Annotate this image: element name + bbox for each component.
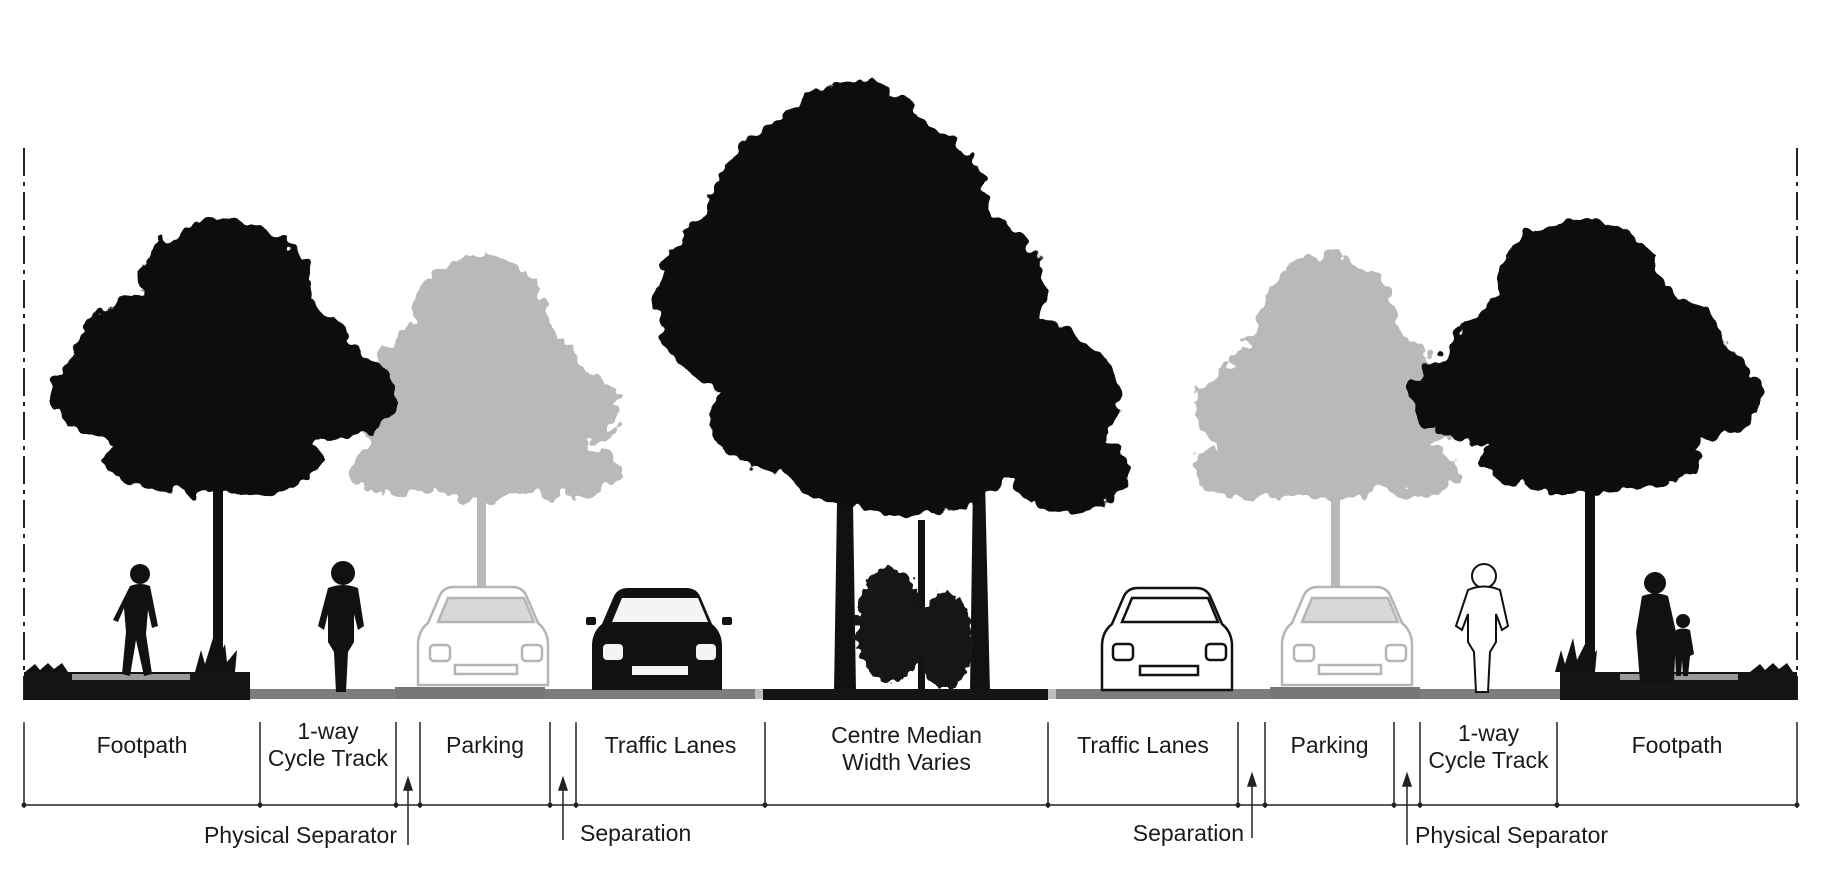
centre-median-surface xyxy=(763,689,1048,700)
runner-icon xyxy=(113,564,158,676)
cycle-track-left-surface xyxy=(250,689,395,699)
zone-label-footpath-right: Footpath xyxy=(1557,732,1797,759)
faded-car-icon xyxy=(1280,585,1414,687)
traffic-lanes-left-surface xyxy=(545,689,760,699)
outline-cyclist-icon xyxy=(1454,563,1510,693)
parking-right-surface xyxy=(1270,687,1420,699)
shrub-icon xyxy=(856,567,973,688)
zone-label-traffic-lanes-left: Traffic Lanes xyxy=(576,732,765,759)
annotation-physical-separator-right: Physical Separator xyxy=(1415,822,1609,848)
zone-label-cycle-track-left: 1-way Cycle Track xyxy=(260,718,396,772)
faded-tree-icon xyxy=(1190,255,1460,670)
zone-label-line: 1-way xyxy=(297,718,359,744)
zone-label-line: Cycle Track xyxy=(1428,747,1549,773)
faded-tree-icon xyxy=(350,255,620,670)
grass-icon xyxy=(25,638,237,672)
dimension-ticks xyxy=(21,802,1800,808)
zone-label-line: Width Varies xyxy=(842,749,971,775)
parking-left-surface xyxy=(395,687,545,699)
zone-label-parking-right: Parking xyxy=(1265,732,1394,759)
annotation-separation-right: Separation xyxy=(1132,820,1244,846)
parent-child-icon xyxy=(1636,572,1694,682)
leader-arrow-separation-right xyxy=(1246,771,1258,838)
outline-car-icon xyxy=(1100,586,1234,692)
zone-label-centre-median: Centre Median Width Varies xyxy=(765,722,1048,776)
zone-label-line: Footpath xyxy=(96,732,188,758)
annotation-separation-left: Separation xyxy=(580,820,692,846)
leader-arrow-physical-separator-right xyxy=(1401,771,1413,845)
zone-label-cycle-track-right: 1-way Cycle Track xyxy=(1420,720,1557,774)
zone-label-line: Traffic Lanes xyxy=(604,732,737,758)
tree-icon xyxy=(1410,220,1760,670)
grass-icon xyxy=(1555,638,1793,672)
faded-car-icon xyxy=(416,585,550,687)
zone-label-line: Traffic Lanes xyxy=(1077,732,1209,758)
zone-label-line: Cycle Track xyxy=(267,745,389,771)
car-icon xyxy=(586,588,732,690)
leader-arrow-physical-separator-left xyxy=(402,775,414,845)
zone-label-traffic-lanes-right: Traffic Lanes xyxy=(1048,732,1238,759)
leader-arrow-separation-left xyxy=(557,775,569,840)
zone-label-parking-left: Parking xyxy=(420,732,550,759)
cyclist-icon xyxy=(318,561,364,692)
cycle-track-right-surface xyxy=(1420,689,1560,699)
tree-icon xyxy=(50,220,395,670)
zone-label-line: 1-way xyxy=(1457,720,1520,746)
zone-label-line: Footpath xyxy=(1631,732,1723,758)
zone-label-line: Parking xyxy=(1290,732,1369,758)
zone-label-footpath-left: Footpath xyxy=(24,732,260,759)
dimension-lines xyxy=(23,722,1798,808)
annotation-physical-separator-left: Physical Separator xyxy=(203,822,397,848)
median-tree-icon xyxy=(655,80,1130,692)
traffic-lanes-right-surface xyxy=(1056,689,1270,699)
zone-label-line: Centre Median xyxy=(831,722,982,748)
zone-label-line: Parking xyxy=(446,732,524,758)
